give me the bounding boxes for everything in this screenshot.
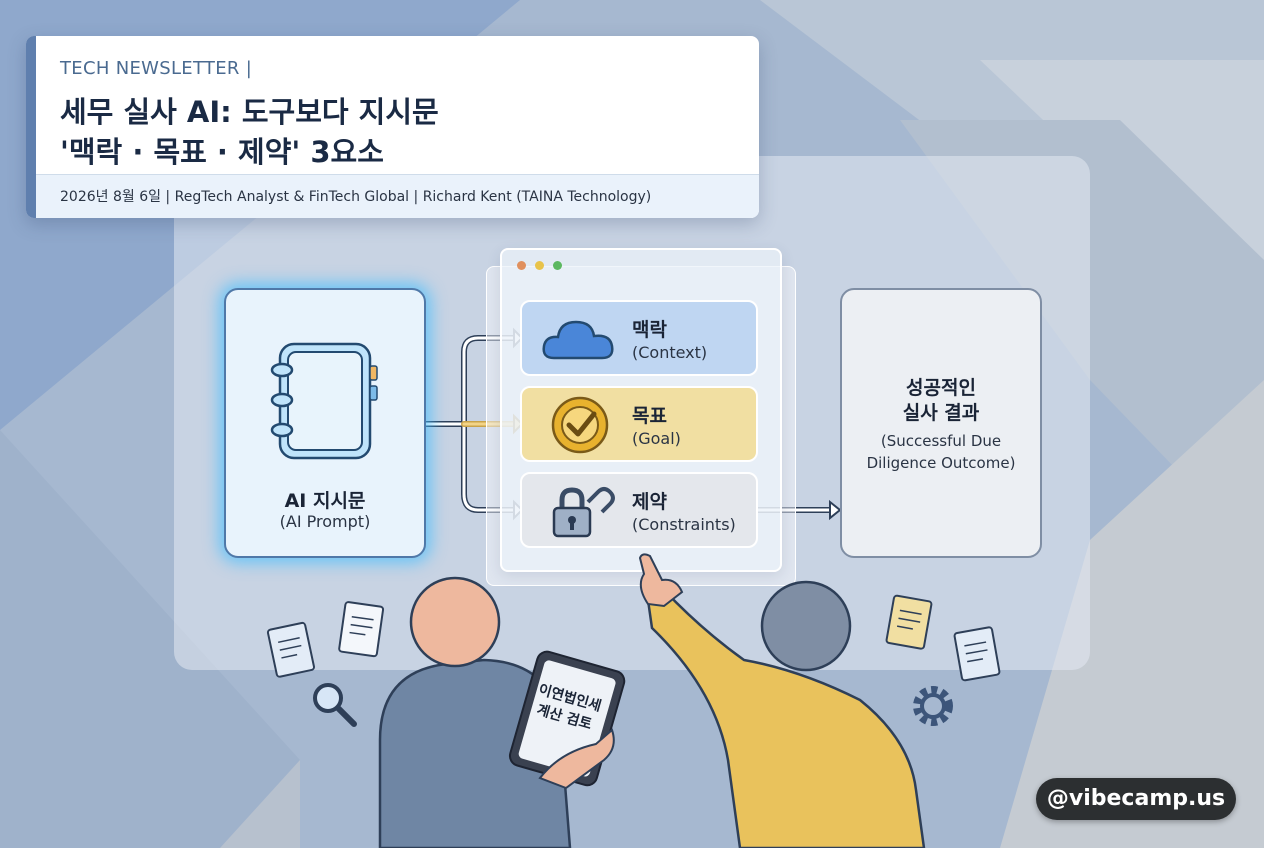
ai-prompt-box: AI 지시문 (AI Prompt) — [224, 288, 426, 558]
target-check-icon — [551, 396, 609, 454]
goal-label: 목표 — [632, 405, 667, 427]
context-label: 맥락 — [632, 319, 667, 341]
meta-bar: 2026년 8월 6일 | RegTech Analyst & FinTech … — [36, 174, 759, 218]
newsletter-kicker: TECH NEWSLETTER | — [60, 58, 253, 79]
constraints-label: 제약 — [632, 491, 667, 513]
constraints-sublabel: (Constraints) — [632, 515, 736, 534]
newsletter-header: TECH NEWSLETTER | 세무 실사 AI: 도구보다 지시문 '맥락… — [26, 36, 759, 218]
window-dot-green — [553, 261, 562, 270]
watermark-handle: @vibecamp.us — [1036, 778, 1236, 820]
header-accent-stripe — [26, 36, 36, 218]
outcome-sublabel-line-1: (Successful Due — [880, 432, 1002, 450]
goal-sublabel: (Goal) — [632, 429, 681, 448]
goal-card: 목표 (Goal) — [520, 386, 758, 462]
ai-prompt-label: AI 지시문 — [284, 490, 366, 512]
outcome-label: 성공적인 실사 결과 — [842, 376, 1040, 426]
person-right — [638, 553, 926, 848]
window-dot-red — [517, 261, 526, 270]
page-title: 세무 실사 AI: 도구보다 지시문 '맥락 · 목표 · 제약' 3요소 — [60, 92, 439, 172]
outcome-sublabel: (Successful Due Diligence Outcome) — [842, 430, 1040, 474]
cloud-icon — [542, 320, 614, 360]
document-icon — [885, 594, 1001, 682]
constraints-card: 제약 (Constraints) — [520, 472, 758, 548]
outcome-label-line-1: 성공적인 — [906, 377, 976, 399]
article-meta: 2026년 8월 6일 | RegTech Analyst & FinTech … — [60, 189, 652, 205]
document-icon — [266, 601, 385, 678]
lock-chain-icon — [552, 487, 615, 538]
outcome-sublabel-line-2: Diligence Outcome) — [866, 454, 1016, 472]
context-sublabel: (Context) — [632, 343, 708, 362]
context-card: 맥락 (Context) — [520, 300, 758, 376]
outcome-box: 성공적인 실사 결과 (Successful Due Diligence Out… — [840, 288, 1042, 558]
outcome-label-line-2: 실사 결과 — [902, 402, 980, 424]
window-dot-yellow — [535, 261, 544, 270]
notebook-icon — [270, 342, 378, 460]
title-line-2: '맥락 · 목표 · 제약' 3요소 — [60, 135, 384, 169]
ai-prompt-sublabel: (AI Prompt) — [279, 512, 371, 531]
title-line-1: 세무 실사 AI: 도구보다 지시문 — [60, 95, 439, 129]
magnifier-icon — [313, 683, 357, 727]
gear-icon — [913, 686, 953, 726]
person-left — [378, 576, 626, 848]
